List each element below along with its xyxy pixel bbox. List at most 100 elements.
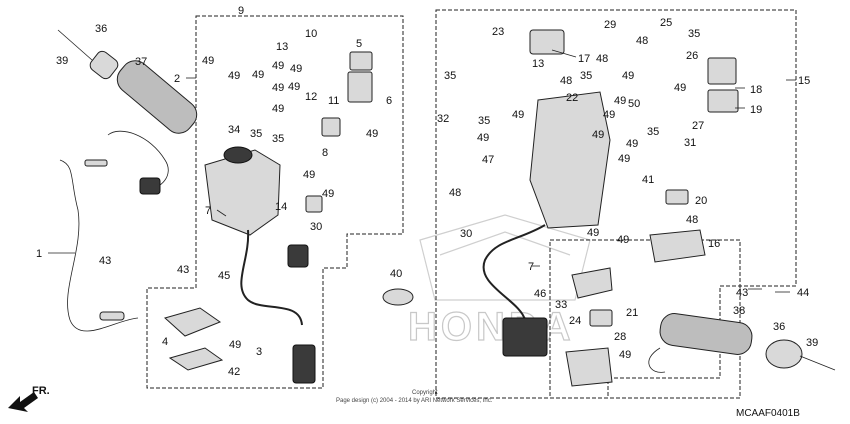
callout-49e: 49	[272, 82, 284, 94]
callout-49t: 49	[674, 82, 686, 94]
callout-22: 22	[566, 92, 578, 104]
callout-48b: 48	[449, 187, 461, 199]
callout-40: 40	[390, 268, 402, 280]
callout-49i: 49	[366, 128, 378, 140]
left-grip-assembly	[57, 29, 198, 195]
callout-39b: 39	[806, 337, 818, 349]
callout-9: 9	[238, 5, 244, 17]
right-switch-housing	[482, 29, 739, 357]
callout-13a: 13	[276, 41, 288, 53]
callout-33: 33	[555, 299, 567, 311]
cable-strap	[382, 288, 414, 306]
callout-26: 26	[686, 50, 698, 62]
callout-43c: 43	[736, 287, 748, 299]
callout-48e: 48	[596, 53, 608, 65]
callout-43b: 43	[177, 264, 189, 276]
callout-43a: 43	[99, 255, 111, 267]
left-switch-housing	[204, 146, 316, 384]
right-sub-assembly	[565, 189, 706, 387]
clutch-cable	[59, 159, 139, 332]
callout-19: 19	[750, 104, 762, 116]
callout-30b: 30	[460, 228, 472, 240]
callout-49l: 49	[229, 339, 241, 351]
callout-42: 42	[228, 366, 240, 378]
callout-49m: 49	[477, 132, 489, 144]
callout-25: 25	[660, 17, 672, 29]
callout-49d: 49	[272, 60, 284, 72]
callout-23: 23	[492, 26, 504, 38]
callout-18: 18	[750, 84, 762, 96]
honda-watermark: HONDA	[407, 214, 591, 350]
callout-49p: 49	[618, 153, 630, 165]
callout-labels: 1 2 3 4 5 6 7 7 8 9 10 11 12 13 13 14 15…	[36, 5, 818, 378]
left-switch-group-box	[146, 15, 404, 389]
callout-36b: 36	[773, 321, 785, 333]
callout-49c: 49	[252, 69, 264, 81]
callout-5: 5	[356, 38, 362, 50]
callout-49s: 49	[622, 70, 634, 82]
callout-7a: 7	[205, 205, 211, 217]
callout-45: 45	[218, 270, 230, 282]
callout-35b: 35	[272, 133, 284, 145]
callout-28: 28	[614, 331, 626, 343]
callout-50: 50	[628, 98, 640, 110]
callout-49a: 49	[202, 55, 214, 67]
callout-4: 4	[162, 336, 168, 348]
callout-49h: 49	[272, 103, 284, 115]
callout-35c: 35	[444, 70, 456, 82]
callout-10: 10	[305, 28, 317, 40]
callout-39a: 39	[56, 55, 68, 67]
callout-13b: 13	[532, 58, 544, 70]
callout-20: 20	[695, 195, 707, 207]
callout-27: 27	[692, 120, 704, 132]
callout-44: 44	[797, 287, 809, 299]
callout-49g: 49	[288, 81, 300, 93]
callout-48d: 48	[686, 214, 698, 226]
callout-38: 38	[733, 305, 745, 317]
callout-34: 34	[228, 124, 240, 136]
callout-7b: 7	[528, 261, 534, 273]
callout-24: 24	[569, 315, 581, 327]
callout-49b: 49	[228, 70, 240, 82]
callout-11: 11	[328, 95, 339, 107]
callout-17: 17	[578, 53, 590, 65]
copyright-label: Copyright	[412, 390, 438, 396]
callout-49q: 49	[626, 138, 638, 150]
callout-29: 29	[604, 19, 616, 31]
callout-49v: 49	[617, 234, 629, 246]
callout-46: 46	[534, 288, 546, 300]
callout-2: 2	[174, 73, 180, 85]
callout-15: 15	[798, 75, 810, 87]
callout-36a: 36	[95, 23, 107, 35]
callout-49o: 49	[592, 129, 604, 141]
callout-6: 6	[386, 95, 392, 107]
footer-credit: Page design (c) 2004 - 2014 by ARI Netwo…	[336, 398, 493, 404]
callout-47: 47	[482, 154, 494, 166]
leader-lines	[48, 49, 796, 293]
callout-16: 16	[708, 238, 720, 250]
callout-49f: 49	[290, 63, 302, 75]
right-switch-group-box	[435, 9, 797, 399]
callout-35f: 35	[688, 28, 700, 40]
callout-37: 37	[135, 56, 147, 68]
callout-49r: 49	[603, 109, 615, 121]
callout-21: 21	[626, 307, 638, 319]
callout-30a: 30	[310, 221, 322, 233]
callout-48a: 48	[560, 75, 572, 87]
callout-35a: 35	[250, 128, 262, 140]
callout-14: 14	[275, 201, 287, 213]
left-housing-brackets	[163, 51, 373, 371]
callout-49n: 49	[512, 109, 524, 121]
right-grip-assembly	[648, 313, 836, 373]
callout-12: 12	[305, 91, 317, 103]
callout-35d: 35	[478, 115, 490, 127]
callout-49x: 49	[614, 95, 626, 107]
callout-8: 8	[322, 147, 328, 159]
direction-label: FR.	[32, 385, 50, 397]
callout-49u: 49	[587, 227, 599, 239]
callout-1: 1	[36, 248, 42, 260]
callout-35g: 35	[647, 126, 659, 138]
diagram-code: MCAAF0401B	[736, 408, 800, 419]
callout-49w: 49	[619, 349, 631, 361]
